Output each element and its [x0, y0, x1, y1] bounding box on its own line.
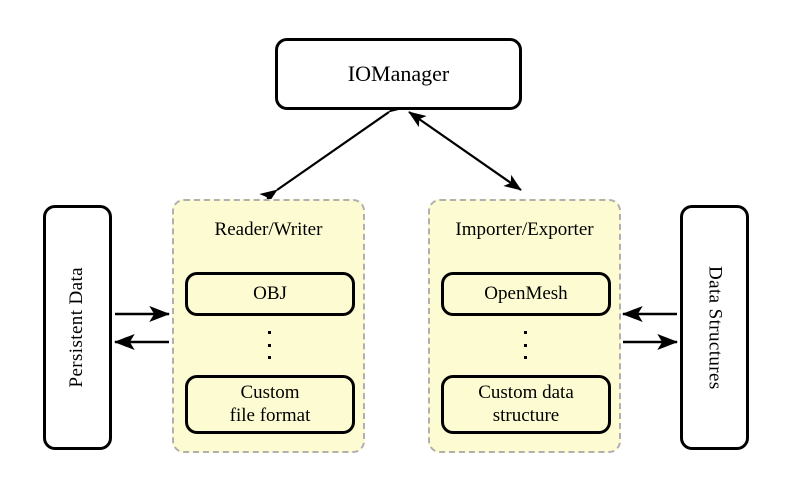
node-persistent-data-label: Persistent Data	[66, 267, 88, 388]
ellipsis-importer-exporter	[523, 331, 527, 359]
module-custom-data-structure-label-line2: structure	[492, 404, 560, 426]
node-iomanager[interactable]: IOManager	[275, 38, 522, 110]
node-data-structures[interactable]: Data Structures	[680, 205, 749, 450]
node-data-structures-label: Data Structures	[704, 265, 726, 390]
module-custom-file-format-label-line2: file format	[229, 404, 311, 426]
module-openmesh[interactable]: OpenMesh	[441, 272, 611, 316]
module-obj-label: OBJ	[253, 282, 287, 304]
module-custom-data-structure[interactable]: Custom data structure	[441, 375, 611, 434]
module-obj[interactable]: OBJ	[185, 272, 355, 316]
module-custom-data-structure-label-line1: Custom data	[478, 382, 574, 404]
ellipsis-reader-writer	[267, 331, 271, 359]
node-persistent-data[interactable]: Persistent Data	[43, 205, 112, 450]
node-iomanager-label: IOManager	[347, 61, 450, 87]
module-custom-file-format-label-line1: Custom	[240, 382, 300, 404]
connector-iomanager-reader-writer	[259, 96, 407, 206]
panel-reader-writer-title: Reader/Writer	[214, 219, 323, 240]
panel-importer-exporter-title: Importer/Exporter	[455, 219, 594, 240]
module-custom-file-format[interactable]: Custom file format	[185, 375, 355, 434]
connector-iomanager-importer-exporter	[408, 111, 522, 191]
module-openmesh-label: OpenMesh	[484, 282, 568, 304]
